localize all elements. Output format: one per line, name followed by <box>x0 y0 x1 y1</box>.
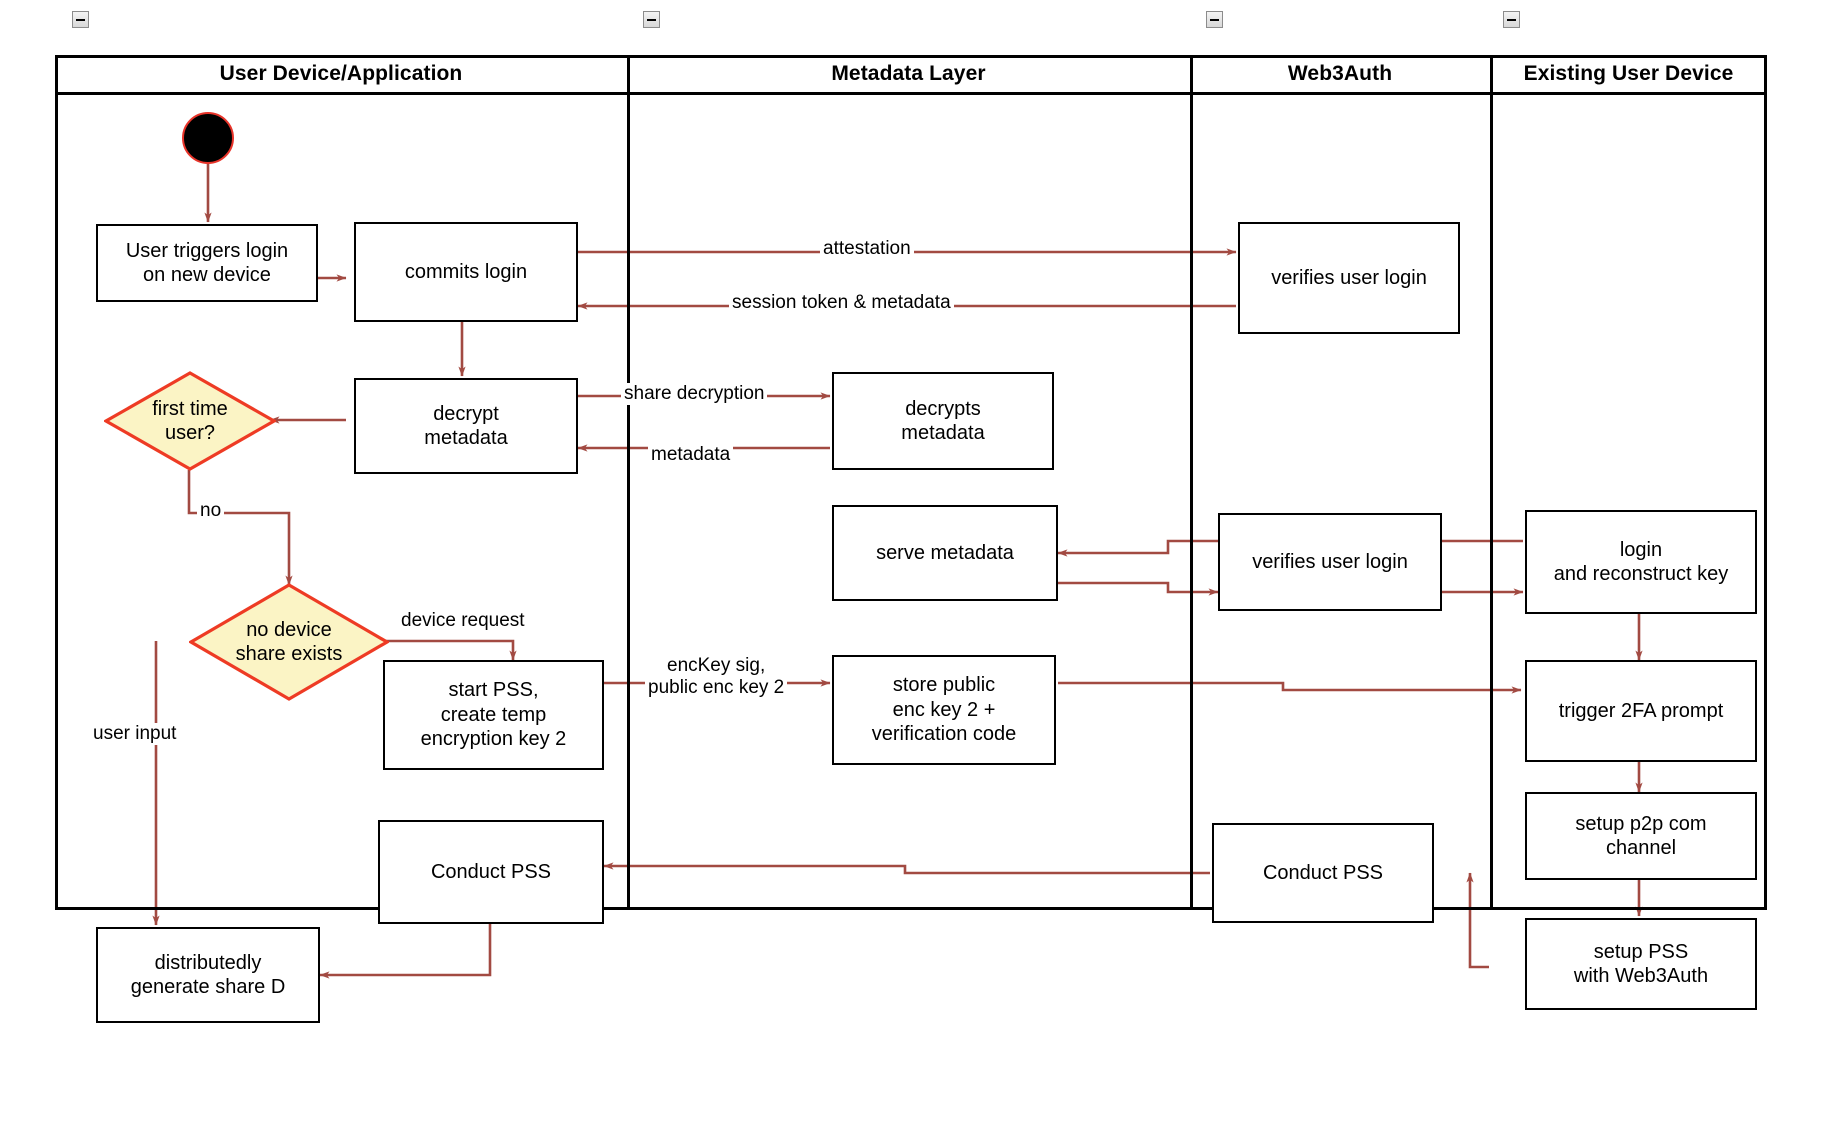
edge-label-no: no <box>197 500 225 523</box>
collapse-icon-existing-device[interactable] <box>1503 11 1520 28</box>
edge-label-enckey-sig: encKey sig, public enc key 2 <box>645 655 788 700</box>
node-setup-pss-with-web3auth[interactable]: setup PSS with Web3Auth <box>1525 918 1757 1010</box>
edge-label-device-request: device request <box>401 610 525 631</box>
node-user-triggers-login[interactable]: User triggers login on new device <box>96 224 318 302</box>
node-start-pss-create-temp-key[interactable]: start PSS, create temp encryption key 2 <box>383 660 604 770</box>
node-decrypt-metadata[interactable]: decrypt metadata <box>354 378 578 474</box>
node-verifies-user-login-1[interactable]: verifies user login <box>1238 222 1460 334</box>
edge-label-share-decryption: share decryption <box>621 383 768 406</box>
node-store-public-enc-key[interactable]: store public enc key 2 + verification co… <box>832 655 1056 765</box>
node-commits-login[interactable]: commits login <box>354 222 578 322</box>
node-distributedly-generate-share-d[interactable]: distributedly generate share D <box>96 927 320 1023</box>
node-conduct-pss-web3auth[interactable]: Conduct PSS <box>1212 823 1434 923</box>
diamond-shape-no-device-share <box>189 583 389 701</box>
decision-first-time-user[interactable]: first time user? <box>104 371 276 471</box>
lane-divider-1 <box>627 55 630 910</box>
node-setup-p2p-com-channel[interactable]: setup p2p com channel <box>1525 792 1757 880</box>
lane-title-existing-device: Existing User Device <box>1523 61 1734 85</box>
lane-header-existing-device: Existing User Device <box>1490 55 1767 95</box>
node-verifies-user-login-2[interactable]: verifies user login <box>1218 513 1442 611</box>
collapse-icon-user-device[interactable] <box>72 11 89 28</box>
edge-label-user-input: user input <box>90 723 180 746</box>
node-decrypts-metadata[interactable]: decrypts metadata <box>832 372 1054 470</box>
node-conduct-pss-user[interactable]: Conduct PSS <box>378 820 604 924</box>
lane-title-user-device: User Device/Application <box>219 61 463 85</box>
collapse-icon-web3auth[interactable] <box>1206 11 1223 28</box>
node-login-and-reconstruct-key[interactable]: login and reconstruct key <box>1525 510 1757 614</box>
lane-header-web3auth: Web3Auth <box>1190 55 1490 95</box>
lane-divider-3 <box>1490 55 1493 910</box>
lane-header-user-device: User Device/Application <box>55 55 627 95</box>
edge-label-session-token-metadata: session token & metadata <box>729 292 954 315</box>
decision-no-device-share-exists[interactable]: no device share exists <box>189 583 389 701</box>
edge-label-metadata: metadata <box>648 444 734 467</box>
swimlane-pool <box>55 55 1767 910</box>
edge-label-attestation: attestation <box>820 238 914 261</box>
lane-header-metadata: Metadata Layer <box>627 55 1190 95</box>
lane-title-metadata: Metadata Layer <box>831 61 986 85</box>
collapse-icon-metadata[interactable] <box>643 11 660 28</box>
start-node[interactable] <box>182 112 234 164</box>
edge-conduct-pss-to-distributedly <box>319 923 492 979</box>
diamond-shape-first-time-user <box>104 371 276 471</box>
node-serve-metadata[interactable]: serve metadata <box>832 505 1058 601</box>
lane-divider-2 <box>1190 55 1193 910</box>
node-trigger-2fa-prompt[interactable]: trigger 2FA prompt <box>1525 660 1757 762</box>
lane-title-web3auth: Web3Auth <box>1287 61 1393 85</box>
